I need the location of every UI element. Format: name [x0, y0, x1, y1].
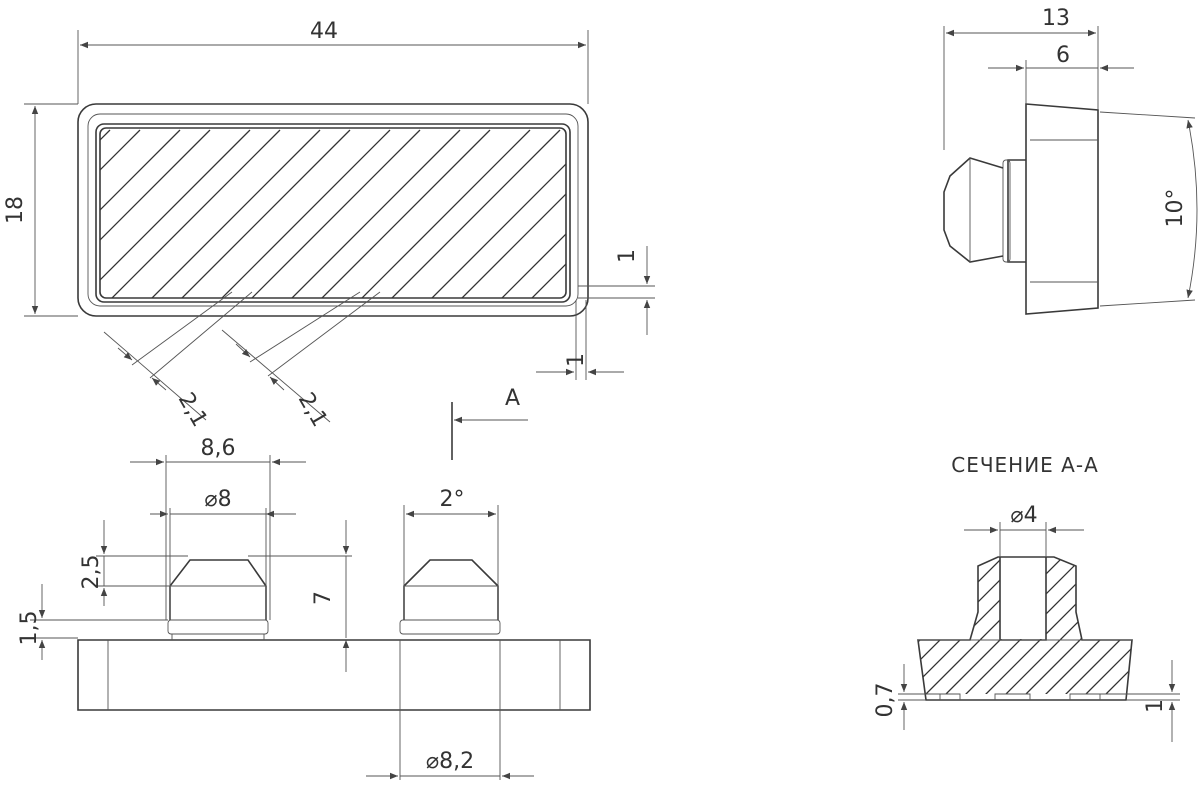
pad-inner-outline	[95, 123, 571, 303]
dim-stem-base-dia-label: ⌀8,2	[426, 749, 474, 774]
pad-grip-area	[99, 127, 567, 299]
dim-side-depth-label: 13	[1042, 6, 1070, 31]
dim-length-label: 44	[310, 19, 338, 44]
grip-stripes	[100, 129, 566, 298]
view-arrow-label: A	[505, 386, 520, 411]
dim-bottom-gap-label: 1	[564, 353, 589, 367]
pad-outer-outline	[77, 103, 589, 317]
top-view: 44 18 2,1 2,1 1 1	[3, 19, 655, 432]
dim-section-dia-label: ⌀4	[1010, 503, 1037, 528]
dim-stem-collar-label: 1,5	[17, 611, 42, 646]
pad-ridge-outline	[87, 113, 579, 307]
section-view: СЕЧЕНИЕ А-А ⌀4 0,7 1	[873, 453, 1180, 742]
dim-stem-angle-label: 2°	[440, 487, 465, 512]
dim-stem-span-label: 8,6	[201, 436, 236, 461]
dim-side-gap-label: 1	[615, 249, 640, 263]
dim-pitch-1-label: 2,1	[173, 389, 212, 432]
dim-width-label: 18	[3, 196, 28, 224]
dim-stem-height-label: 7	[311, 591, 336, 605]
front-view: 8,6 ⌀8 2° 2,5 1,5 7	[17, 436, 591, 780]
section-title: СЕЧЕНИЕ А-А	[951, 453, 1099, 477]
dim-side-angle-label: 10°	[1163, 189, 1188, 228]
side-view: 13 6 10°	[943, 6, 1198, 315]
dim-side-step-label: 6	[1056, 43, 1070, 68]
dim-stem-chamfer-label: 2,5	[79, 555, 104, 590]
section-marker: A	[451, 386, 528, 460]
dim-section-left-offset-label: 0,7	[873, 683, 898, 718]
dim-stem-dia-label: ⌀8	[204, 487, 231, 512]
dim-section-right-offset-label: 1	[1143, 699, 1168, 713]
